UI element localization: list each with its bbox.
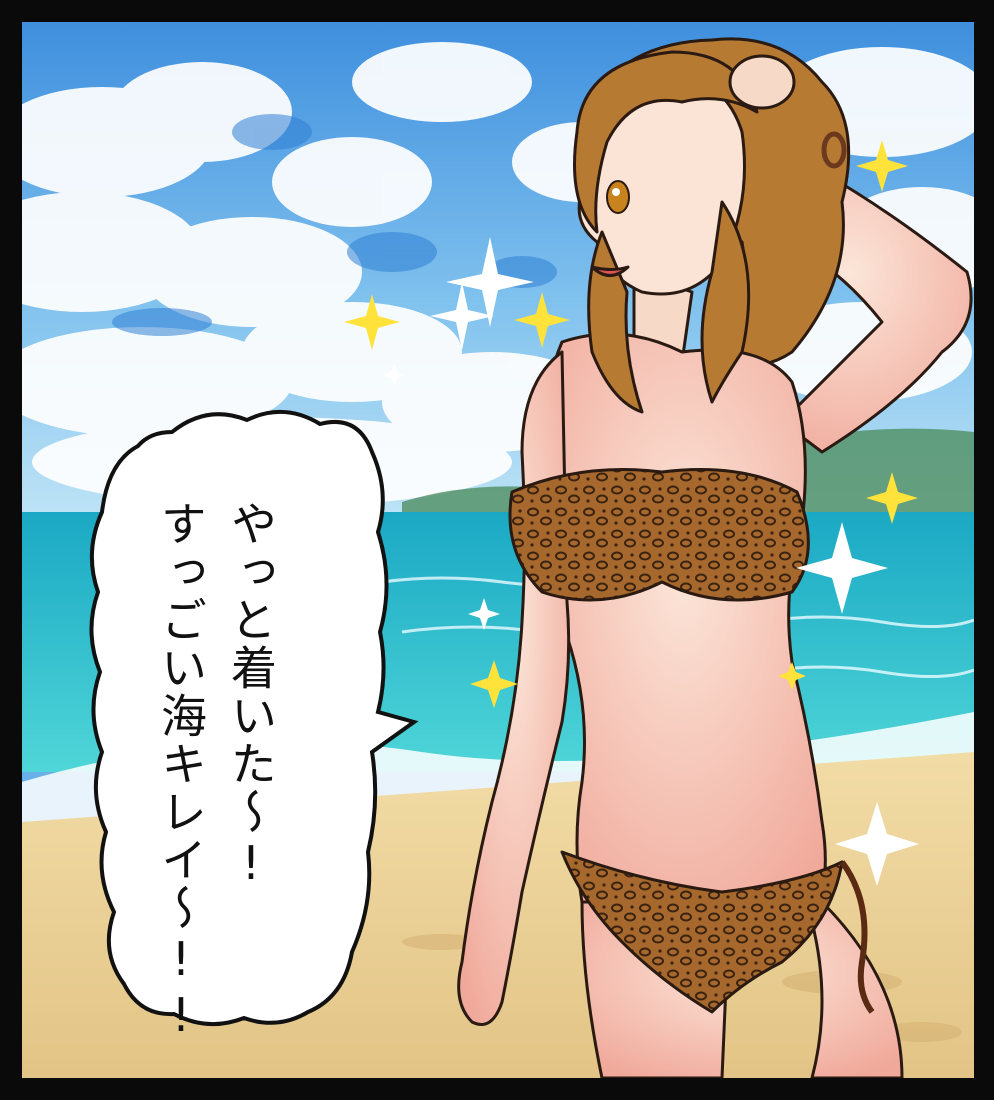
woman-figure: [457, 37, 973, 1078]
sparkle-icon: [468, 598, 500, 630]
cloud-shadows: [112, 114, 557, 336]
sparkle-icons: [344, 140, 919, 886]
sparkle-icon: [430, 282, 494, 350]
speech-bubble: [89, 409, 419, 1027]
sparkle-icon: [866, 472, 918, 524]
sparkle-icon: [514, 292, 570, 348]
sparkle-icon: [383, 364, 405, 386]
speech-bubble-text: やっと着いた〜! すっごい海キレイ〜!!: [146, 500, 286, 1044]
beach-scene: [22, 22, 974, 1078]
sparkle-icon: [470, 660, 518, 708]
sparkle-icon: [778, 662, 806, 690]
sparkle-icon: [344, 294, 400, 350]
sparkle-icon: [446, 237, 534, 327]
sparkle-icon: [796, 522, 888, 614]
bikini-top: [508, 468, 810, 602]
speech-line-1: やっと着いた〜!: [224, 500, 278, 892]
speech-line-2: すっごい海キレイ〜!!: [154, 500, 208, 1044]
sparkle-icon: [835, 802, 919, 886]
comic-panel: やっと着いた〜! すっごい海キレイ〜!!: [22, 22, 974, 1078]
bikini-bottom: [560, 850, 844, 1014]
sparkle-icon: [856, 140, 908, 192]
